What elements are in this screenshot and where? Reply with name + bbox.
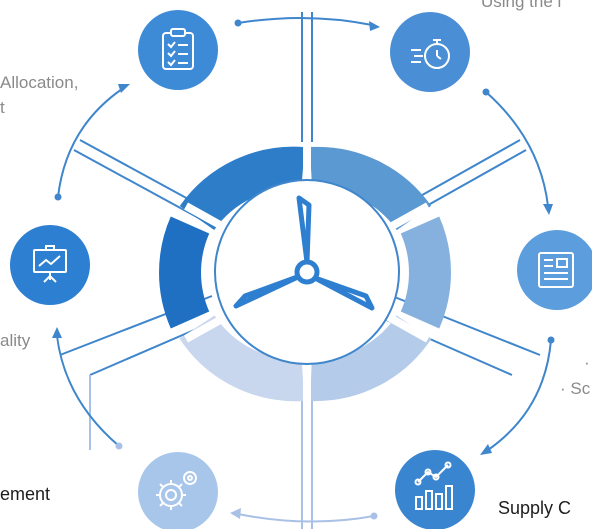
ring-segment-top-right: [309, 146, 432, 231]
connector-upper-right: [485, 91, 549, 207]
stopwatch-fast-icon: [411, 39, 450, 69]
connector-upper-left: [57, 88, 123, 198]
label-right-line1: ·: [584, 353, 590, 372]
node-bar-chart[interactable]: [395, 450, 475, 529]
connectors: [52, 17, 555, 523]
outer-ring: [159, 146, 451, 402]
wind-turbine-icon: [233, 195, 375, 311]
node-gears[interactable]: [138, 452, 218, 529]
connector-top: [237, 17, 373, 26]
presentation-chart-icon: [33, 245, 67, 283]
label-bottom-right: Supply C: [498, 498, 572, 518]
label-left-top-line1: Allocation,: [0, 73, 79, 92]
frame-bottom-divider: [301, 390, 313, 529]
ring-segment-bottom-left: [179, 314, 305, 402]
connector-lower-right: [487, 339, 552, 451]
node-newspaper[interactable]: [517, 230, 592, 310]
node-clipboard[interactable]: [138, 10, 218, 90]
label-bottom-left: ement: [0, 484, 51, 504]
label-left-top-line2: t: [0, 98, 5, 117]
newspaper-icon: [538, 252, 574, 288]
ring-segment-right: [400, 216, 451, 329]
connector-bottom: [237, 513, 375, 523]
connector-lower-left: [56, 335, 120, 447]
ring-segment-top-left: [179, 146, 305, 231]
label-left-mid: ality: [0, 331, 31, 350]
frame-top-divider: [301, 12, 313, 142]
label-right-line2: · Sc: [560, 379, 591, 398]
bar-chart-growth-icon: [414, 461, 453, 510]
node-stopwatch[interactable]: [390, 12, 470, 92]
node-presentation[interactable]: [10, 225, 90, 305]
ring-segment-left: [159, 216, 210, 329]
gears-icon: [156, 471, 197, 510]
ring-segment-bottom-right: [310, 314, 432, 402]
clipboard-checklist-icon: [162, 28, 194, 70]
label-top-right: Using the i: [481, 0, 562, 11]
